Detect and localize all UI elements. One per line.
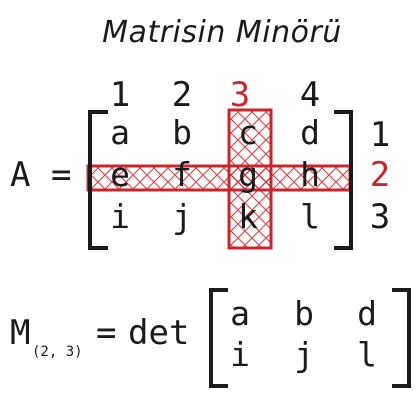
column-number-4: 4 (300, 75, 320, 115)
matrix-cell: f (172, 155, 192, 194)
minor-matrix-cell: i (230, 335, 250, 374)
matrix-cell: l (300, 197, 320, 236)
minor-right-bracket (392, 288, 411, 388)
highlighted-row-strip (86, 164, 352, 192)
minor-matrix-cell: d (357, 294, 377, 333)
highlight-overlay (86, 108, 352, 250)
row-number-2-highlighted: 2 (370, 155, 390, 195)
determinant-operator: det (128, 313, 189, 353)
row-number-3: 3 (370, 197, 390, 237)
matrix-cell: a (110, 113, 130, 152)
minor-matrix-cell: b (294, 294, 314, 333)
minor-matrix-cell: a (230, 294, 250, 333)
matrix-cell: i (110, 197, 130, 236)
matrix-cell: h (300, 155, 320, 194)
minor-left-bracket (209, 288, 228, 388)
matrix-cell: d (300, 113, 320, 152)
matrix-cell: e (110, 155, 130, 194)
matrix-right-bracket (334, 110, 353, 250)
minor-matrix-cell: l (357, 335, 377, 374)
column-number-3-highlighted: 3 (230, 75, 250, 115)
matrix-cell: j (172, 197, 192, 236)
matrix-label: A = (10, 155, 71, 195)
minor-equation: M (2, 3) = det a b d i j l (10, 288, 411, 388)
matrix-cell: c (238, 113, 258, 152)
minor-matrix-cell: j (294, 335, 314, 374)
column-number-2: 2 (172, 75, 192, 115)
row-numbers: 1 2 3 (370, 115, 390, 237)
minor-symbol: M (10, 313, 30, 353)
matrix-left-bracket (88, 110, 108, 250)
row-number-1: 1 (370, 115, 390, 155)
column-numbers: 1 2 3 4 (110, 75, 320, 115)
diagram-title: Matrisin Minörü (102, 15, 342, 50)
minor-subscript: (2, 3) (32, 344, 83, 360)
minor-equals: = (96, 313, 116, 353)
matrix-cell: b (172, 113, 192, 152)
matrix-cells: a b c d e f g h i j k l (110, 113, 320, 236)
matrix-cell: k (238, 197, 258, 236)
matrix-cell: g (238, 155, 258, 194)
column-number-1: 1 (110, 75, 130, 115)
